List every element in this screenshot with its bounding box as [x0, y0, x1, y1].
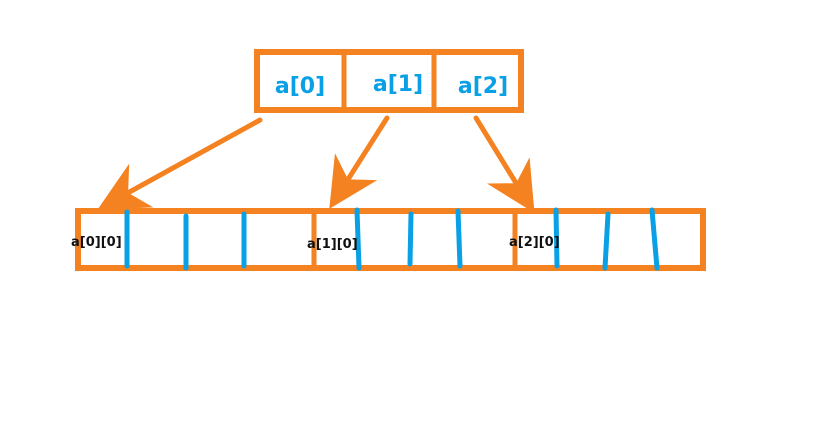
element-separator [649, 207, 660, 271]
row-start-label: a[0][0] [71, 235, 122, 250]
row-start-label: a[2][0] [509, 235, 560, 250]
element-separator [553, 207, 560, 269]
arrow-to-row-2 [473, 115, 535, 214]
pointer-cell-label: a[2] [458, 74, 508, 99]
arrow-to-row-0 [97, 117, 263, 210]
element-separator [407, 211, 414, 267]
row-array-frame [75, 208, 706, 271]
pointer-arrows [97, 115, 535, 214]
element-separator [354, 207, 362, 271]
pointer-array: a[0] a[1] a[2] [254, 49, 524, 113]
pointer-cell-label: a[1] [373, 72, 423, 97]
element-separator [455, 208, 463, 269]
row-start-label: a[1][0] [307, 237, 358, 252]
pointer-array-frame [254, 49, 524, 113]
arrow-to-row-1 [329, 115, 390, 209]
row-array: a[0][0] a[1][0] a[2][0] [71, 207, 706, 271]
pointer-cell-label: a[0] [275, 74, 325, 99]
element-separator [602, 211, 611, 271]
